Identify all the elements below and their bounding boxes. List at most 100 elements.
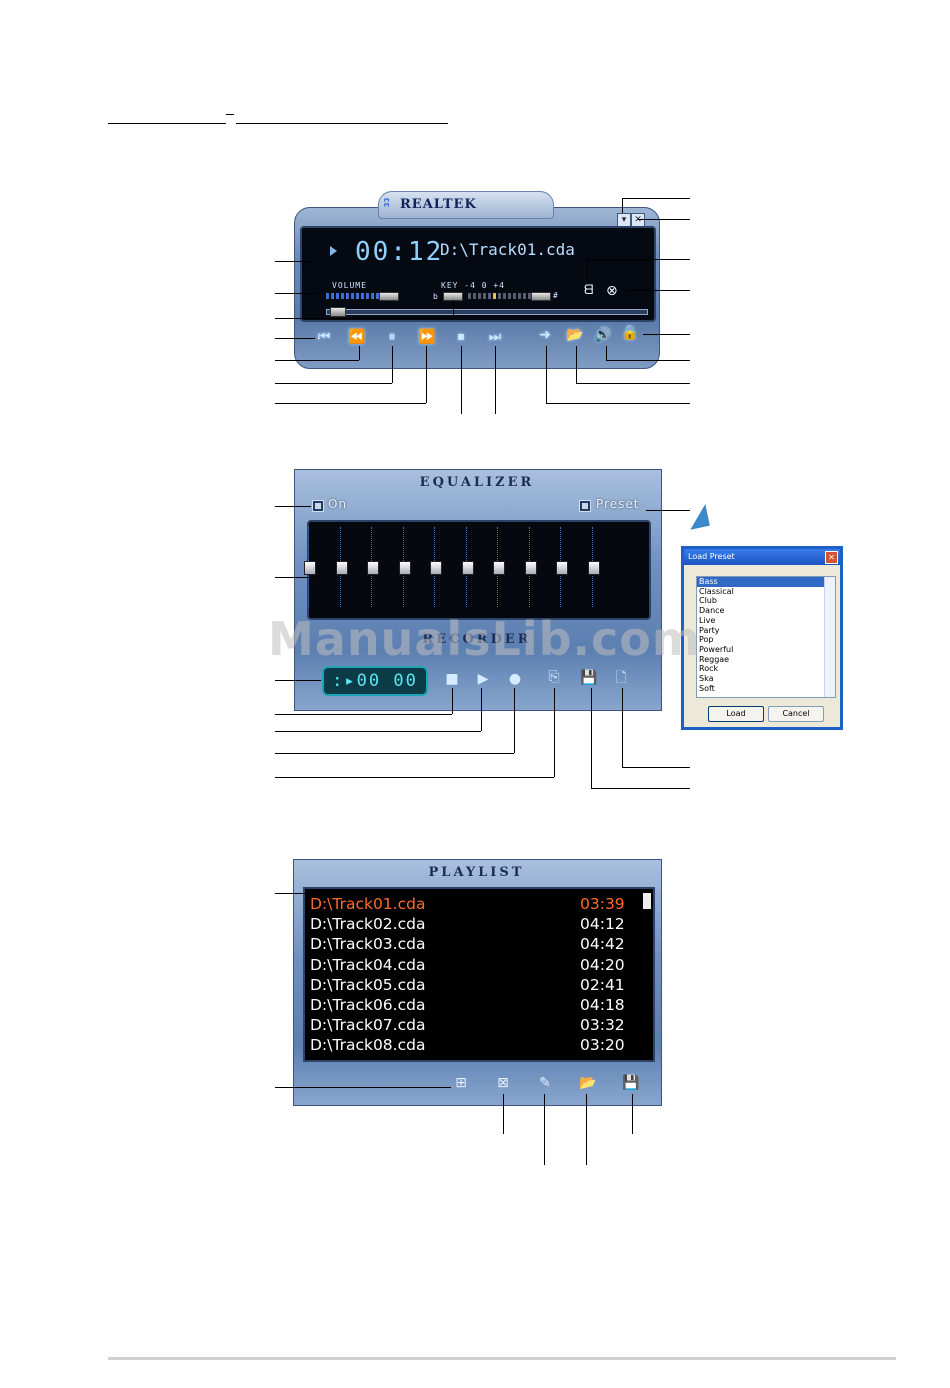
repeat-button[interactable]: ➜	[539, 327, 551, 343]
eq-band-thumb[interactable]	[461, 561, 474, 575]
callout-line	[606, 360, 690, 361]
record-save-button[interactable]: 💾	[580, 670, 598, 686]
volume-slider[interactable]	[379, 292, 399, 301]
brand-name: REALTEK	[400, 197, 477, 212]
record-new-button[interactable]: 🗋	[615, 670, 627, 686]
callout-line	[275, 261, 313, 262]
eq-band-slider[interactable]	[304, 527, 317, 607]
rewind-button[interactable]: ⏪	[348, 329, 366, 345]
spdif-icon[interactable]: ᗺ	[584, 283, 594, 298]
callout-line	[586, 1094, 587, 1165]
record-play-button[interactable]: ▶	[477, 671, 489, 687]
load-button[interactable]: Load	[708, 706, 764, 722]
playlist-remove-button[interactable]: ⊠	[497, 1075, 509, 1091]
callout-line	[576, 383, 690, 384]
seek-bar[interactable]	[326, 309, 648, 315]
playlist-clear-button[interactable]: ✎	[539, 1075, 551, 1091]
dialog-close-button[interactable]: ✕	[825, 551, 838, 564]
lock-button[interactable]: 🔒	[621, 325, 639, 341]
eq-band-slider[interactable]	[335, 527, 348, 607]
open-file-button[interactable]: 📂	[566, 327, 584, 343]
eq-band-slider[interactable]	[524, 527, 537, 607]
preset-item[interactable]: Reggae	[699, 654, 730, 664]
callout-line	[275, 338, 315, 339]
callout-line	[643, 334, 690, 335]
pause-button[interactable]: ⏸	[388, 329, 396, 345]
preset-item[interactable]: Bass	[697, 577, 835, 587]
eq-band-thumb[interactable]	[556, 561, 569, 575]
playlist-scrollbar[interactable]	[643, 893, 651, 909]
preset-item[interactable]: Powerful	[699, 644, 734, 654]
eq-band-thumb[interactable]	[304, 561, 317, 575]
eq-band-thumb[interactable]	[335, 561, 348, 575]
callout-line	[275, 403, 426, 404]
preset-list-scrollbar[interactable]	[824, 577, 835, 697]
eq-on-checkbox[interactable]	[312, 500, 324, 512]
next-track-button[interactable]: ⏭	[488, 329, 502, 345]
preset-item[interactable]: Club	[699, 596, 717, 606]
mute-button[interactable]: 🔊	[594, 327, 612, 343]
preset-item[interactable]: Soft	[699, 683, 715, 693]
key-slider-end	[531, 292, 551, 301]
eq-band-slider[interactable]	[367, 527, 380, 607]
track-name: D:\Track08.cda	[310, 1036, 426, 1055]
eq-band-thumb[interactable]	[430, 561, 443, 575]
eq-band-thumb[interactable]	[398, 561, 411, 575]
playlist-save-button[interactable]: 💾	[622, 1075, 640, 1091]
eq-band-slider[interactable]	[556, 527, 569, 607]
track-duration: 04:18	[580, 996, 625, 1014]
seek-thumb[interactable]	[330, 307, 346, 317]
callout-line	[591, 788, 690, 789]
eq-band-slider[interactable]	[430, 527, 443, 607]
eq-band-slider[interactable]	[587, 527, 600, 607]
eq-band-thumb[interactable]	[493, 561, 506, 575]
brand-cap	[378, 191, 554, 219]
cancel-button[interactable]: Cancel	[768, 706, 824, 722]
close-button[interactable]: ✕	[631, 213, 645, 227]
eq-preset-checkbox[interactable]	[579, 500, 591, 512]
realtek-logo-icon: ʭ	[384, 196, 390, 212]
preset-item[interactable]: Ska	[699, 674, 714, 684]
stop-button[interactable]: ⏹	[457, 329, 465, 345]
preset-item[interactable]: Dance	[699, 606, 725, 616]
preset-item[interactable]: Pop	[699, 635, 714, 645]
eq-band-slider[interactable]	[493, 527, 506, 607]
previous-track-button[interactable]: ⏮	[317, 329, 331, 345]
preset-item[interactable]: Party	[699, 625, 720, 635]
eq-on-label: On	[328, 497, 348, 511]
eq-band-slider[interactable]	[461, 527, 474, 607]
eq-band-thumb[interactable]	[587, 561, 600, 575]
record-button[interactable]: ●	[508, 671, 522, 687]
minimize-button[interactable]: ▾	[617, 213, 631, 227]
equalizer-title: EQUALIZER	[419, 475, 535, 490]
callout-line	[275, 753, 514, 754]
callout-line	[503, 1094, 504, 1134]
track-duration: 02:41	[580, 975, 625, 994]
callout-line	[275, 360, 359, 361]
eq-preset-label[interactable]: Preset	[596, 497, 640, 511]
surround-icon[interactable]: ⊗	[606, 283, 618, 299]
preset-item[interactable]: Classical	[699, 586, 734, 596]
eq-band-thumb[interactable]	[367, 561, 380, 575]
volume-meter	[326, 293, 384, 299]
playlist-open-button[interactable]: 📂	[579, 1075, 597, 1091]
record-settings-button[interactable]: ⎘	[548, 669, 560, 685]
key-flat-label: b	[433, 292, 439, 301]
fast-forward-button[interactable]: ⏩	[418, 329, 436, 345]
playlist-add-button[interactable]: ⊞	[455, 1075, 467, 1091]
eq-band-thumb[interactable]	[524, 561, 537, 575]
record-stop-button[interactable]: ■	[445, 671, 459, 687]
preset-item[interactable]: Live	[699, 615, 716, 625]
eq-band-slider[interactable]	[398, 527, 411, 607]
preset-item[interactable]: Rock	[699, 664, 719, 674]
